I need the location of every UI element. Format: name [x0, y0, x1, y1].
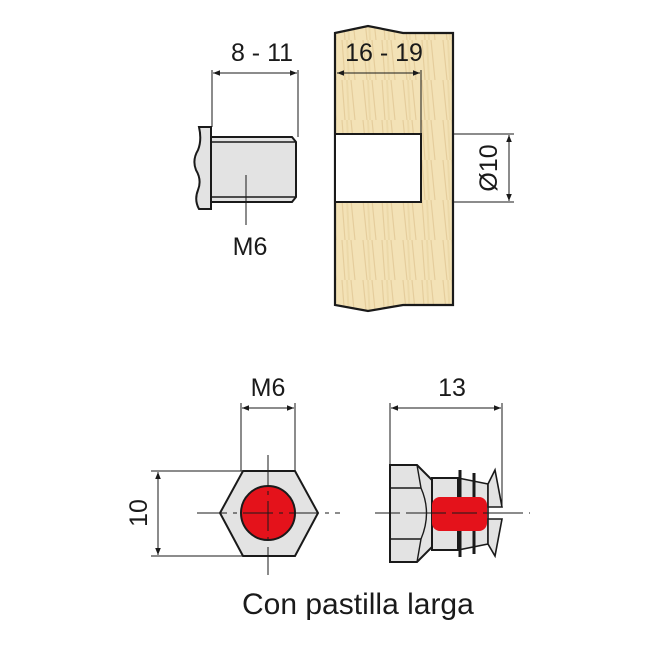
hex-front-view: M6 10 [125, 374, 340, 575]
connector-side-view: 13 [375, 374, 530, 563]
wood-panel: 16 - 19 Ø10 [333, 24, 514, 313]
red-insert-long [432, 497, 487, 531]
bolt-side-view: 8 - 11 M6 [193, 39, 299, 261]
caption: Con pastilla larga [0, 588, 650, 622]
drilled-hole [334, 133, 422, 203]
bolt-length-label: 8 - 11 [231, 39, 293, 67]
bolt-shank [210, 136, 297, 203]
bolt-head-section [193, 126, 212, 210]
hex-height-label: 10 [125, 499, 153, 527]
hole-diameter-label: Ø10 [475, 144, 503, 191]
caption-text: Con pastilla larga [242, 588, 474, 621]
hex-thread-label: M6 [251, 374, 286, 402]
bolt-thread-label: M6 [233, 233, 268, 261]
hole-depth-label: 16 - 19 [345, 39, 423, 67]
connector-length-label: 13 [438, 374, 466, 402]
